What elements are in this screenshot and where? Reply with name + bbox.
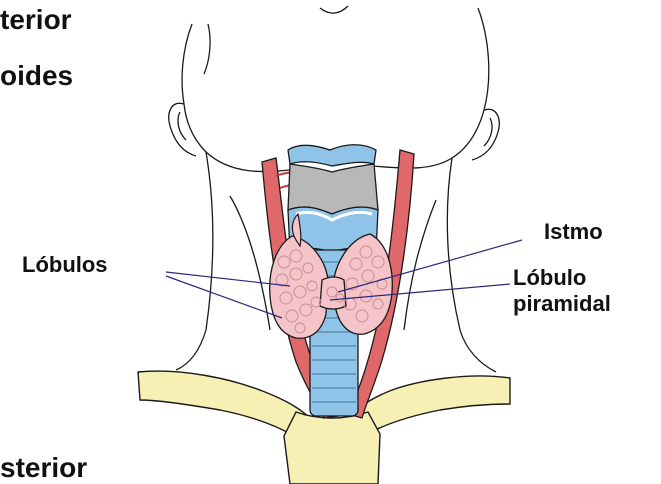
left-clavicle [138, 371, 312, 440]
hyoid-bone [288, 145, 376, 166]
neck-right [447, 158, 496, 372]
thyroid-isthmus [320, 277, 346, 309]
hair-line-1 [320, 6, 348, 13]
head-right-contour [372, 8, 489, 168]
label-lobulo-piramidal-line1: Lóbulo [513, 267, 586, 289]
left-ear [169, 103, 196, 156]
neck-left [176, 152, 213, 370]
label-istmo: Istmo [544, 221, 603, 243]
right-ear-inner [484, 118, 492, 146]
hair-line-2 [204, 24, 210, 74]
sternum [284, 412, 380, 484]
left-ear-inner [178, 112, 186, 140]
head-left-contour [182, 24, 290, 172]
label-lobulo-piramidal-line2: piramidal [513, 293, 611, 315]
label-lobulos: Lóbulos [22, 254, 108, 276]
neck-muscle-left [230, 196, 270, 330]
right-ear [472, 109, 499, 160]
